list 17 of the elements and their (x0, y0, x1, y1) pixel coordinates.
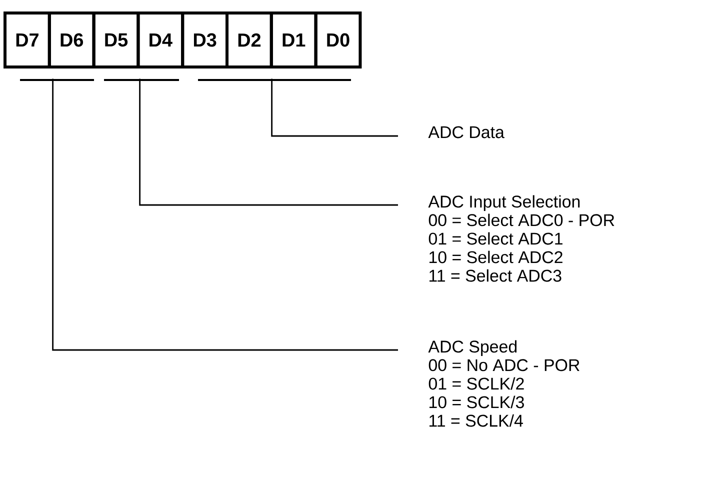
field-description: ADC Data (428, 126, 504, 138)
leader-line (139, 78, 398, 206)
bit-cell: D3 (181, 12, 228, 68)
leader-line (271, 78, 398, 137)
bit-cell: D0 (314, 12, 362, 68)
bit-cell: D4 (136, 12, 184, 68)
bracket-line (104, 79, 179, 81)
bit-cell: D7 (4, 12, 51, 68)
bit-cell: D6 (48, 12, 96, 68)
bit-cell: D2 (226, 12, 273, 68)
leader-line (52, 78, 398, 351)
field-description: ADC Speed 00 = No ADC - POR 01 = SCLK/2 10 = SCLK/3 11 = SCLK/4 (428, 340, 580, 427)
bracket-line (198, 79, 351, 81)
bit-cell: D5 (92, 12, 140, 68)
bit-cell: D1 (270, 12, 318, 68)
bracket-line (20, 79, 94, 81)
field-description: ADC Input Selection 00 = Select ADC0 - POR 01 = Select ADC1 10 = Select ADC2 11 = Select ADC3 (428, 195, 614, 282)
